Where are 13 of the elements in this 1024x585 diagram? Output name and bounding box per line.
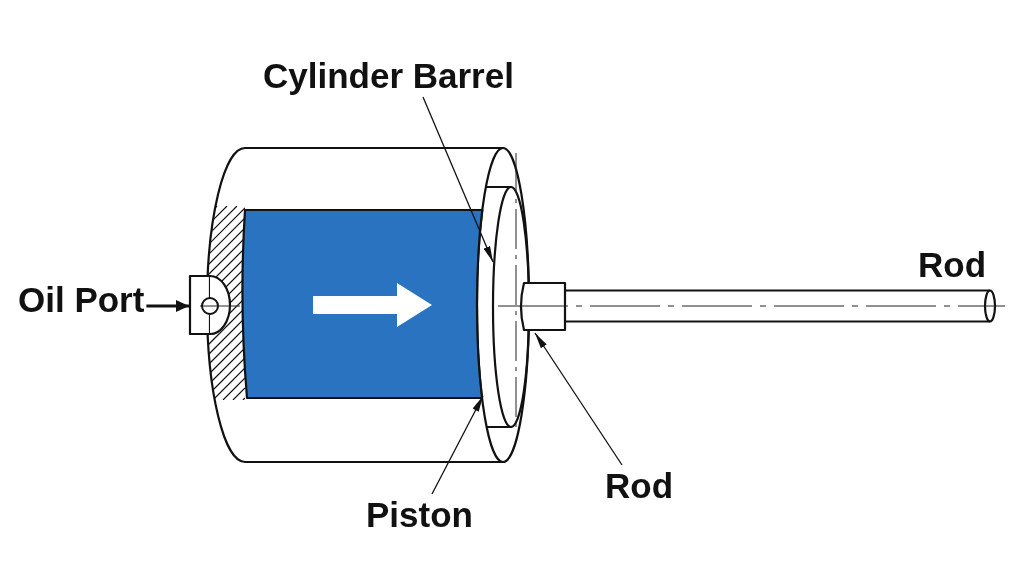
part-label: Piston: [366, 495, 473, 535]
piston: [241, 208, 484, 400]
leader-line: [422, 96, 494, 263]
arrow: [146, 300, 189, 312]
part-label: Cylinder Barrel: [263, 56, 514, 96]
part-label: Rod: [605, 466, 674, 506]
oil-port: [188, 274, 241, 336]
leader-line: [534, 332, 623, 466]
part-label: Oil Port: [18, 280, 145, 320]
part-label: Rod: [918, 245, 987, 285]
cylinder-barrel: [205, 146, 531, 464]
piston-rod: [519, 281, 997, 332]
leader-line: [431, 395, 484, 495]
